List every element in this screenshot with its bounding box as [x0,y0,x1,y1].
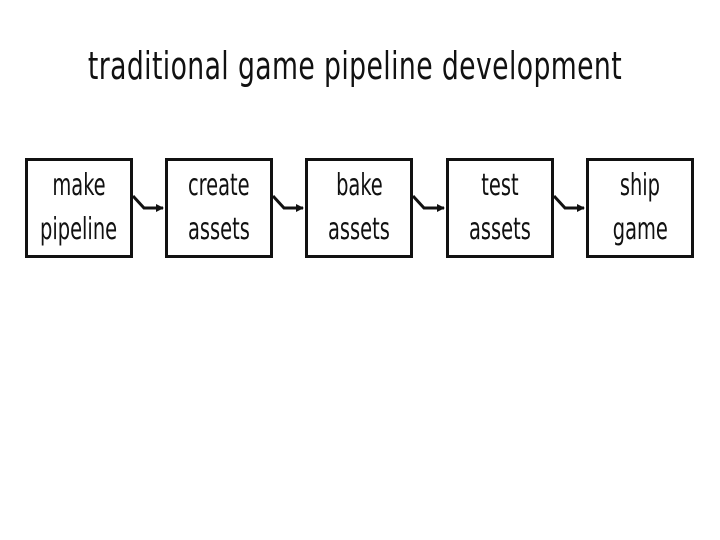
step-label-line1: bake [335,168,383,203]
arrow-3 [411,194,445,212]
step-label-line2: assets [188,212,250,247]
step-label-line2: game [612,212,668,247]
arrow-1 [131,194,164,212]
diagram-title: traditional game pipeline development [87,44,623,88]
step-bake-assets: bake assets [305,158,413,258]
step-label-line1: test [481,168,519,203]
step-label-line2: pipeline [40,212,118,247]
step-label-line1: create [188,168,250,203]
step-label-line1: make [52,168,106,203]
step-ship-game: ship game [586,158,694,258]
step-create-assets: create assets [165,158,273,258]
step-make-pipeline: make pipeline [25,158,133,258]
step-label-line2: assets [328,212,390,247]
step-label-line1: ship [619,168,661,203]
step-label-line2: assets [469,212,531,247]
step-test-assets: test assets [446,158,554,258]
arrow-2 [271,194,304,212]
arrow-4 [552,194,585,212]
